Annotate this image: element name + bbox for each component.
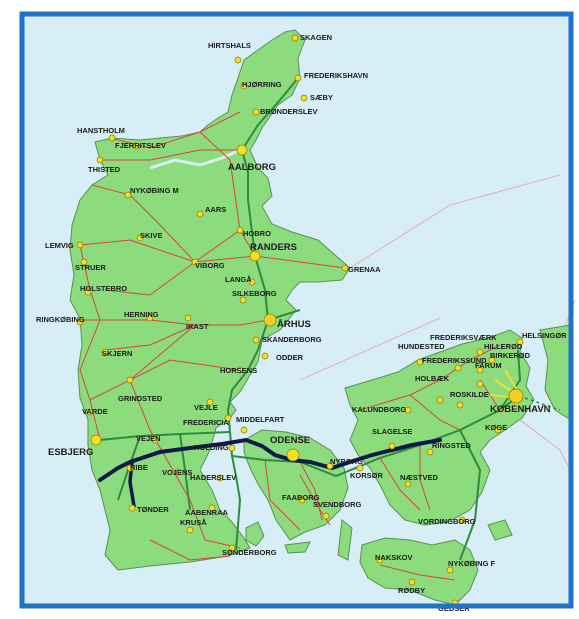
label-grenaa: GRENAA xyxy=(348,265,381,274)
label-faaborg: FAABORG xyxy=(282,493,320,502)
land-aero xyxy=(284,541,311,554)
limfjord xyxy=(149,148,241,170)
label-skanderborg: SKANDERBORG xyxy=(262,335,322,344)
label-viborg: VIBORG xyxy=(195,261,225,270)
label-fredericia: FREDERICIA xyxy=(183,418,229,427)
label-hobro: HOBRO xyxy=(243,229,271,238)
land-mon xyxy=(487,519,513,541)
label-silkeborg: SILKEBORG xyxy=(232,289,277,298)
label-koge: KØGE xyxy=(485,423,507,432)
label-odense: ODENSE xyxy=(270,435,310,446)
label-holbaek: HOLBÆK xyxy=(415,374,450,383)
label-saeby: SÆBY xyxy=(310,93,333,102)
label-ringsted: RINGSTED xyxy=(432,441,471,450)
label-frederiksvaerk: FREDERIKSVÆRK xyxy=(430,333,497,342)
label-nykobing-m: NYKØBING M xyxy=(130,186,179,195)
label-vejen: VEJEN xyxy=(136,434,161,443)
label-aabenraa: AABENRAA xyxy=(185,508,229,517)
label-bronderslev: BRØNDERSLEV xyxy=(260,107,318,116)
label-frederikssund: FREDERIKSSUND xyxy=(422,356,487,365)
label-aars: AARS xyxy=(205,205,226,214)
label-korsor: KORSØR xyxy=(350,471,384,480)
label-holstebro: HOLSTEBRO xyxy=(80,284,127,293)
label-skive: SKIVE xyxy=(140,231,163,240)
label-hundested: HUNDESTED xyxy=(398,342,445,351)
land-zealand xyxy=(344,329,535,526)
label-helsingor: HELSINGØR xyxy=(522,331,567,340)
city-dots xyxy=(76,34,524,607)
label-skagen: SKAGEN xyxy=(300,33,332,42)
label-skjern: SKJERN xyxy=(102,349,132,358)
label-langa: LANGÅ xyxy=(225,275,252,284)
label-kolding: KOLDING xyxy=(194,443,229,452)
label-struer: STRUER xyxy=(75,263,106,272)
label-frederikshavn: FREDERIKSHAVN xyxy=(304,71,368,80)
secondary-roads xyxy=(79,111,501,581)
town-labels: SKAGEN HIRTSHALS FREDERIKSHAVN HJØRRING … xyxy=(36,33,567,613)
land-als xyxy=(245,521,265,547)
label-lemvig: LEMVIG xyxy=(45,241,74,250)
label-kobenhavn: KØBENHAVN xyxy=(490,404,551,415)
label-nyborg: NYBORG xyxy=(330,457,363,466)
label-nakskov: NAKSKOV xyxy=(375,553,413,562)
label-varde: VARDE xyxy=(82,407,108,416)
label-hanstholm: HANSTHOLM xyxy=(77,126,125,135)
label-svendborg: SVENDBORG xyxy=(313,500,362,509)
label-roskilde: ROSKILDE xyxy=(450,390,489,399)
label-birkerod: BIRKERØD xyxy=(490,351,531,360)
land-lolland xyxy=(359,537,479,606)
label-haderslev: HADERSLEV xyxy=(190,473,236,482)
label-kalundborg: KALUNDBORG xyxy=(352,405,406,414)
label-hjorring: HJØRRING xyxy=(242,80,282,89)
label-naestved: NÆSTVED xyxy=(400,473,439,482)
label-ringkobing: RINGKØBING xyxy=(36,315,85,324)
label-nykobing-f: NYKØBING F xyxy=(448,559,496,568)
label-sonderborg: SØNDERBORG xyxy=(222,548,277,557)
map-border xyxy=(19,11,574,609)
land-langeland xyxy=(337,519,353,561)
label-randers: RANDERS xyxy=(250,242,297,253)
label-middelfart: MIDDELFART xyxy=(236,415,285,424)
label-vojens: VOJENS xyxy=(162,468,192,477)
label-hillerod: HILLERØD xyxy=(484,342,523,351)
label-rodby: RØDBY xyxy=(398,586,425,595)
label-odder: ODDER xyxy=(276,353,304,362)
label-ribe: RIBE xyxy=(130,463,148,472)
label-tonder: TØNDER xyxy=(137,505,169,514)
label-grindsted: GRINDSTED xyxy=(118,394,163,403)
label-ikast: IKAST xyxy=(186,322,209,331)
label-herning: HERNING xyxy=(124,310,159,319)
label-hirtshals: HIRTSHALS xyxy=(208,41,251,50)
label-vordingborg: VORDINGBORG xyxy=(418,517,476,526)
label-slagelse: SLAGELSE xyxy=(372,427,412,436)
highlighted-route xyxy=(98,437,442,482)
label-fjerritslev: FJERRITSLEV xyxy=(115,141,166,150)
label-farum: FARUM xyxy=(475,361,502,370)
label-esbjerg: ESBJERG xyxy=(48,447,93,458)
label-krusa: KRUSÅ xyxy=(180,518,207,527)
label-horsens: HORSENS xyxy=(220,366,257,375)
label-thisted: THISTED xyxy=(88,165,121,174)
label-aalborg: AALBORG xyxy=(228,162,276,173)
label-arhus: ÅRHUS xyxy=(277,319,311,330)
label-vejle: VEJLE xyxy=(194,403,218,412)
oresund-bridge xyxy=(524,397,561,411)
